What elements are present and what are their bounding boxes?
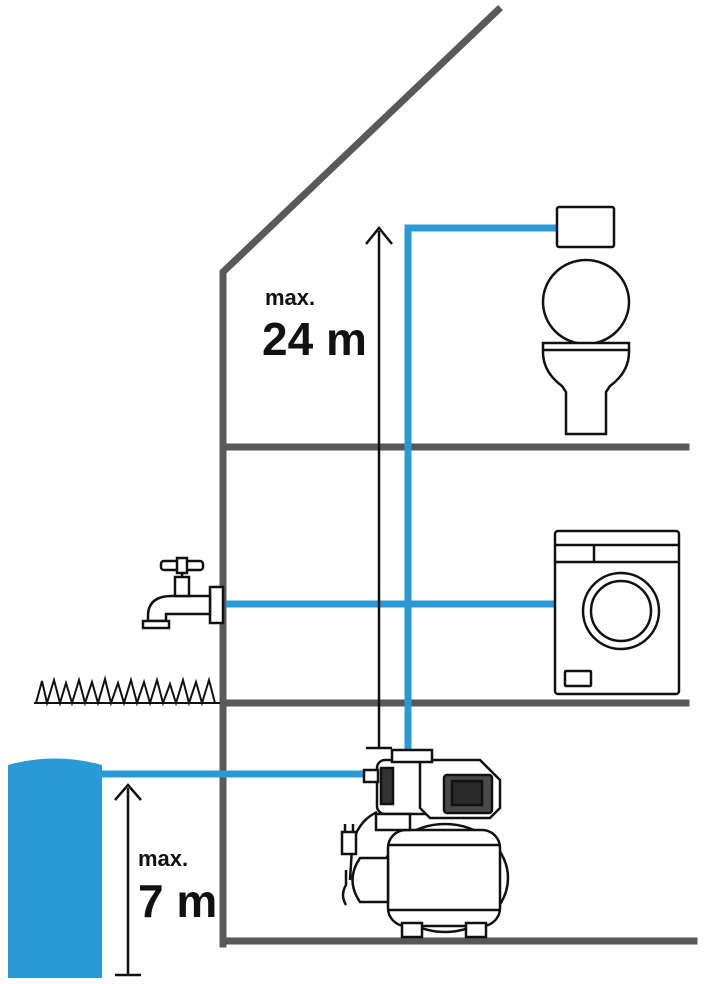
washing-machine-icon: [553, 529, 681, 696]
riser-pipe: [404, 224, 556, 750]
suction-height-prefix: max.: [138, 846, 188, 871]
suction-height-arrow: [114, 783, 142, 977]
garden-pump-icon: [340, 748, 510, 939]
upper-height-arrow: [365, 226, 393, 750]
outdoor-tap-icon: [141, 556, 225, 630]
toilet-icon: [541, 205, 631, 436]
house-outline-icon: [219, 5, 698, 948]
upper-height-prefix: max.: [265, 285, 315, 310]
water-tank-icon: [8, 758, 102, 978]
grass-icon: [34, 675, 220, 707]
water-pipes: [102, 224, 556, 778]
upper-height-value: 24 m: [262, 313, 367, 365]
suction-height-value: 7 m: [138, 875, 217, 927]
